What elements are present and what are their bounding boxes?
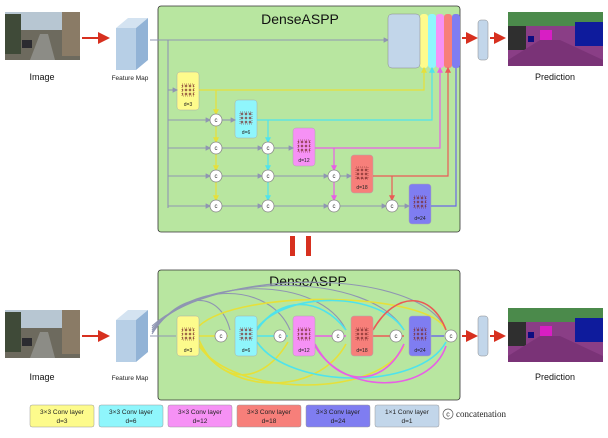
top-purple-link (431, 68, 457, 207)
svg-text:c: c (333, 204, 336, 210)
top-block-d18: d=18 (350, 154, 374, 194)
top-prediction-image (508, 12, 603, 66)
legend-concat-label: concatenation (456, 409, 506, 419)
svg-text:c: c (215, 204, 218, 210)
svg-text:d=3: d=3 (184, 348, 193, 354)
svg-text:c: c (215, 118, 218, 124)
legend-item-d18: 3×3 Conv layer d=18 (236, 404, 302, 428)
svg-text:d=3: d=3 (184, 102, 193, 108)
top-feature-caption: Feature Map (112, 75, 149, 82)
svg-text:d=24: d=24 (414, 216, 425, 222)
svg-text:d=24: d=24 (331, 418, 346, 425)
svg-text:3×3 Conv layer: 3×3 Conv layer (40, 409, 85, 416)
top-concat-nodes: c c c c c c c c c c (209, 113, 399, 213)
svg-text:c: c (395, 334, 398, 340)
svg-text:d=12: d=12 (298, 348, 309, 354)
svg-text:c: c (267, 204, 270, 210)
svg-text:c: c (220, 334, 223, 340)
svg-text:3×3 Conv layer: 3×3 Conv layer (316, 409, 361, 416)
top-concat-stack (387, 13, 460, 69)
top-feature-map (116, 18, 148, 70)
svg-text:d=3: d=3 (56, 418, 67, 425)
top-magenta-links (315, 66, 443, 202)
top-block-d24: d=24 (408, 183, 432, 225)
bottom-block-d12: d=12 (292, 315, 316, 357)
bottom-block-d24: d=24 (408, 315, 432, 357)
legend-item-1x1: 1×1 Conv layer d=1 (374, 404, 440, 428)
svg-text:d=12: d=12 (298, 158, 309, 164)
svg-text:c: c (391, 204, 394, 210)
svg-text:d=6: d=6 (242, 348, 251, 354)
legend-item-d6: 3×3 Conv layer d=6 (98, 404, 164, 428)
top-title: DenseASPP (261, 11, 339, 27)
svg-text:d=18: d=18 (356, 348, 367, 354)
bottom-feature-map (116, 310, 148, 362)
svg-text:d=6: d=6 (125, 418, 136, 425)
legend-item-d3: 3×3 Conv layer d=3 (29, 404, 95, 428)
svg-text:3×3 Conv layer: 3×3 Conv layer (109, 409, 154, 416)
top-input-caption: Image (29, 72, 54, 82)
top-cyan-links (257, 66, 435, 202)
top-1x1-conv (477, 19, 489, 61)
legend-concat: c concatenation (442, 408, 506, 420)
top-block-d12: d=12 (292, 127, 316, 167)
svg-text:d=18: d=18 (262, 418, 277, 425)
svg-text:c: c (267, 146, 270, 152)
legend-concat-symbol: c (446, 412, 450, 419)
bottom-block-d6: d=6 (234, 315, 258, 357)
bottom-feature-caption: Feature Map (112, 375, 149, 382)
top-block-d6: d=6 (234, 99, 258, 139)
bottom-block-d3: d=3 (176, 315, 200, 357)
bottom-output-caption: Prediction (535, 372, 575, 382)
top-yellow-links (199, 66, 427, 202)
svg-text:c: c (215, 174, 218, 180)
svg-text:d=24: d=24 (414, 348, 425, 354)
svg-text:c: c (450, 334, 453, 340)
svg-text:d=12: d=12 (193, 418, 208, 425)
bottom-block-d18: d=18 (350, 315, 374, 357)
bottom-input-image (5, 310, 80, 358)
bottom-prediction-image (508, 308, 603, 362)
equals-icon (290, 236, 311, 256)
svg-text:c: c (337, 334, 340, 340)
svg-text:d=1: d=1 (401, 418, 412, 425)
svg-text:3×3 Conv layer: 3×3 Conv layer (178, 409, 223, 416)
bottom-input-caption: Image (29, 372, 54, 382)
legend-item-d24: 3×3 Conv layer d=24 (305, 404, 371, 428)
bottom-concat-nodes: c c c c c (214, 329, 458, 343)
top-red-links (373, 66, 451, 202)
top-output-caption: Prediction (535, 72, 575, 82)
svg-text:3×3 Conv layer: 3×3 Conv layer (247, 409, 292, 416)
svg-text:1×1 Conv layer: 1×1 Conv layer (385, 409, 430, 416)
bottom-yellow-arcs (198, 298, 447, 386)
top-gray-rows (168, 87, 411, 209)
svg-text:c: c (215, 146, 218, 152)
bottom-1x1-conv (477, 315, 489, 357)
svg-text:c: c (279, 334, 282, 340)
top-input-image (5, 12, 80, 60)
bottom-diagram: Image Feature Map DenseASPP (5, 269, 603, 401)
svg-text:c: c (333, 174, 336, 180)
svg-text:d=18: d=18 (356, 185, 367, 191)
top-block-d3: d=3 (176, 71, 200, 111)
svg-text:d=6: d=6 (242, 130, 251, 136)
top-diagram: Image Feature Map DenseASPP (5, 5, 603, 233)
svg-text:c: c (267, 174, 270, 180)
legend-item-d12: 3×3 Conv layer d=12 (167, 404, 233, 428)
bottom-gray-arcs (150, 281, 447, 337)
legend: 3×3 Conv layer d=3 3×3 Conv layer d=6 3×… (29, 404, 506, 428)
